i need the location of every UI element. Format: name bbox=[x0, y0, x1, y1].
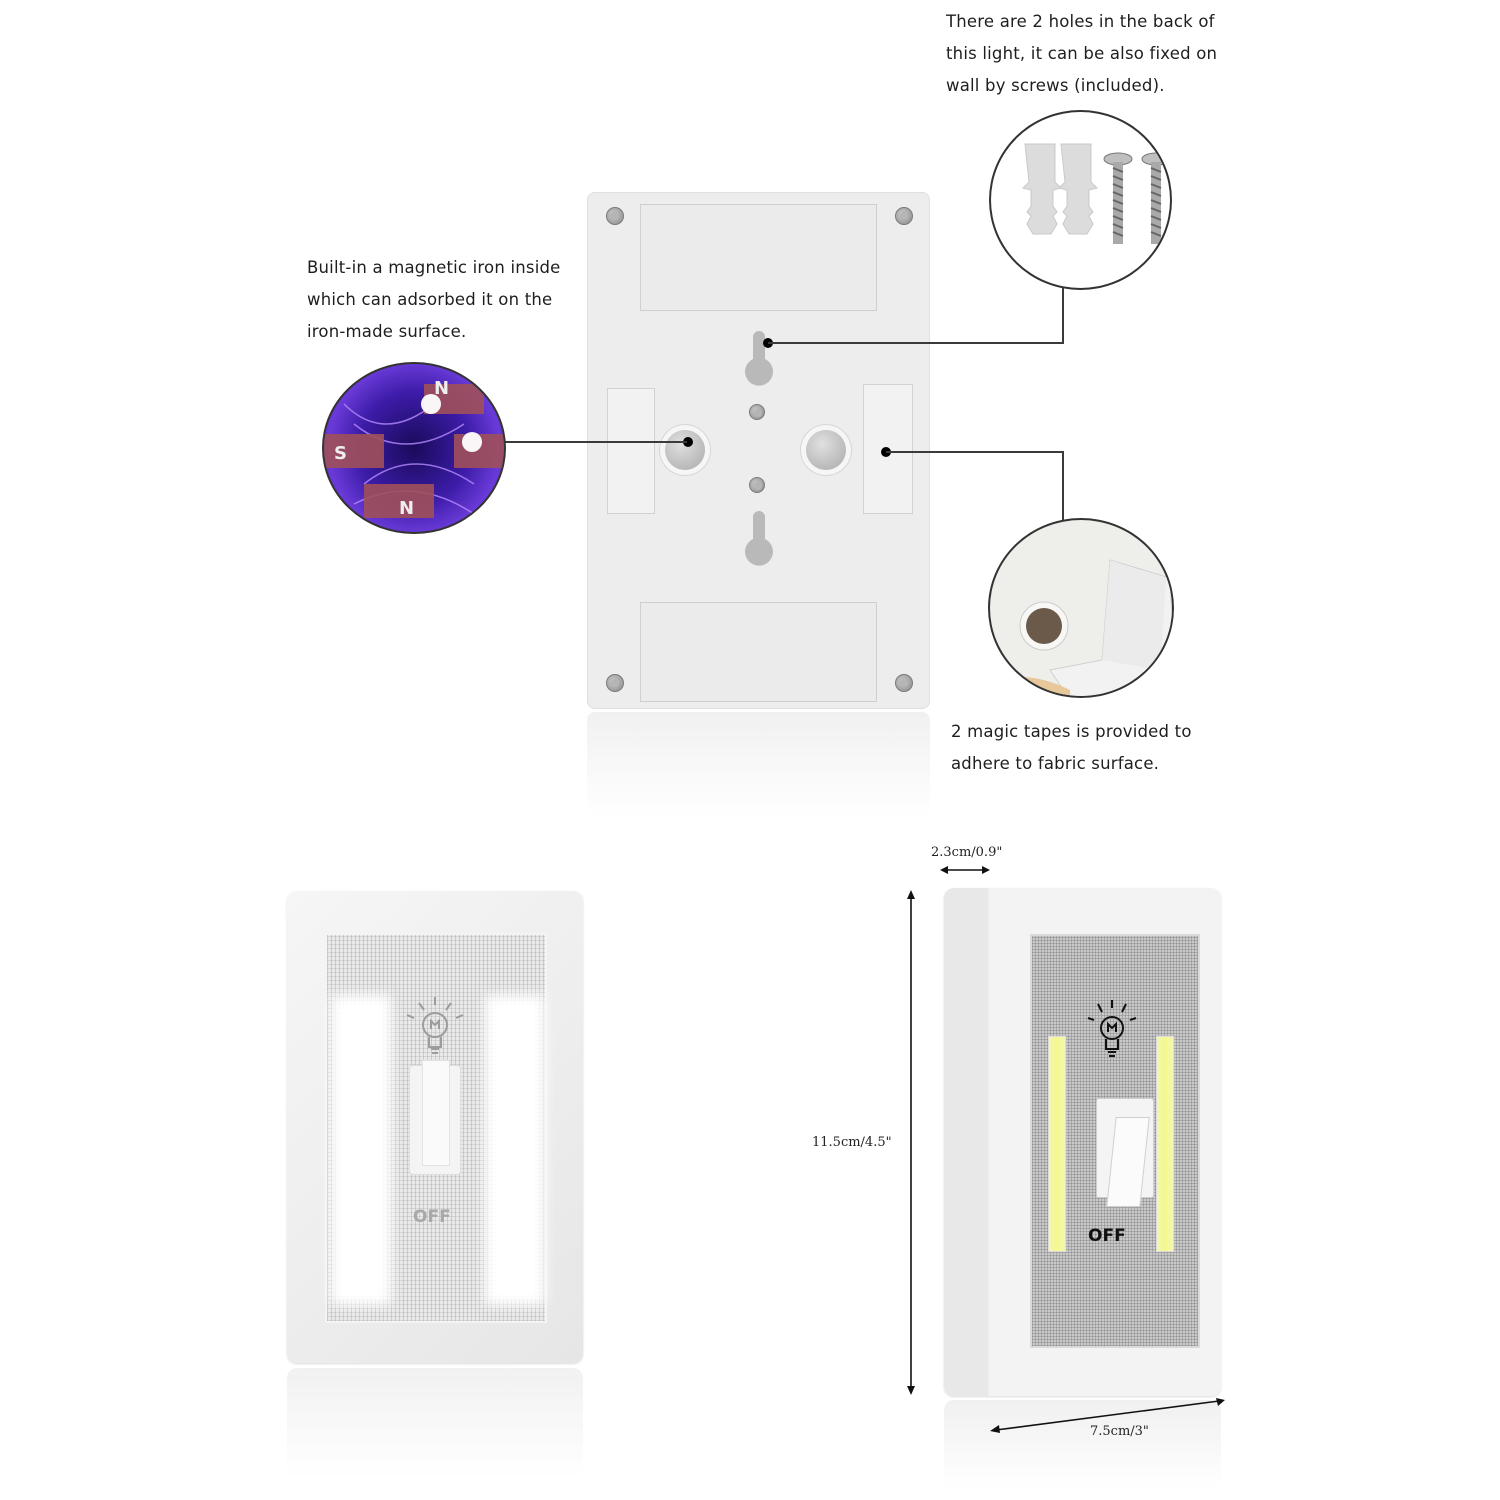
off-label: OFF bbox=[1088, 1226, 1126, 1246]
double-arrow-icon bbox=[940, 866, 990, 874]
height-dimension-label: 11.5cm/4.5" bbox=[812, 1135, 892, 1150]
battery-cover-top bbox=[640, 204, 877, 311]
light-switch-lit: OFF bbox=[287, 891, 583, 1363]
screw-icon bbox=[749, 477, 765, 493]
screws-detail-circle bbox=[989, 110, 1172, 290]
light-switch-unlit-reflection bbox=[944, 1400, 1221, 1490]
velcro-tape-icon bbox=[990, 559, 1172, 696]
callout-line bbox=[768, 342, 1064, 344]
screws-caption: There are 2 holes in the back of this li… bbox=[946, 12, 1218, 95]
cob-led-right bbox=[1156, 1036, 1174, 1252]
light-switch-lit-reflection bbox=[287, 1368, 583, 1478]
toggle-switch[interactable] bbox=[1096, 1098, 1154, 1207]
light-switch-unlit: OFF bbox=[944, 888, 1221, 1396]
battery-cover-bottom bbox=[640, 602, 877, 702]
svg-text:S: S bbox=[334, 443, 347, 464]
magnet-caption: Built-in a magnetic iron inside which ca… bbox=[307, 258, 561, 341]
keyhole-bottom-icon bbox=[745, 511, 773, 566]
off-label: OFF bbox=[413, 1207, 451, 1227]
callout-line bbox=[505, 441, 687, 443]
keyhole-top-icon bbox=[745, 331, 773, 386]
magnet-right bbox=[806, 430, 846, 470]
diffuser-lens: OFF bbox=[1030, 934, 1200, 1348]
height-arrow-icon bbox=[907, 890, 915, 1395]
depth-dimension-label: 2.3cm/0.9" bbox=[931, 845, 1003, 860]
lightbulb-icon bbox=[1087, 1000, 1137, 1057]
magnetic-field-icon: S N N bbox=[324, 378, 504, 519]
lightbulb-icon bbox=[406, 997, 464, 1054]
toggle-lever[interactable] bbox=[1106, 1117, 1150, 1207]
screw-icon bbox=[749, 404, 765, 420]
toggle-lever[interactable] bbox=[422, 1060, 450, 1166]
callout-dot-magnet bbox=[683, 437, 693, 447]
callout-line bbox=[1062, 286, 1064, 344]
svg-text:N: N bbox=[434, 378, 449, 399]
screw-icon bbox=[895, 674, 913, 692]
callout-line bbox=[1062, 451, 1064, 523]
diffuser-lens: OFF bbox=[325, 933, 547, 1323]
magnet-detail-circle: S N N bbox=[322, 362, 506, 534]
callout-line bbox=[886, 451, 1064, 453]
toggle-switch[interactable] bbox=[409, 1060, 461, 1175]
cob-led-left bbox=[1048, 1036, 1066, 1252]
back-plate bbox=[587, 192, 930, 709]
width-dimension-label: 7.5cm/3" bbox=[1090, 1424, 1149, 1439]
magnet-left bbox=[665, 430, 705, 470]
width-arrow-icon bbox=[990, 1398, 1225, 1433]
screw-icon bbox=[895, 207, 913, 225]
wall-anchors-and-screws-icon bbox=[1022, 143, 1170, 244]
screw-icon bbox=[606, 207, 624, 225]
tape-caption: 2 magic tapes is provided to adhere to f… bbox=[951, 722, 1192, 773]
screw-icon bbox=[606, 674, 624, 692]
svg-text:N: N bbox=[399, 498, 414, 519]
tape-detail-circle bbox=[988, 518, 1174, 698]
back-plate-reflection bbox=[587, 712, 930, 817]
velcro-pad-left bbox=[607, 388, 655, 514]
